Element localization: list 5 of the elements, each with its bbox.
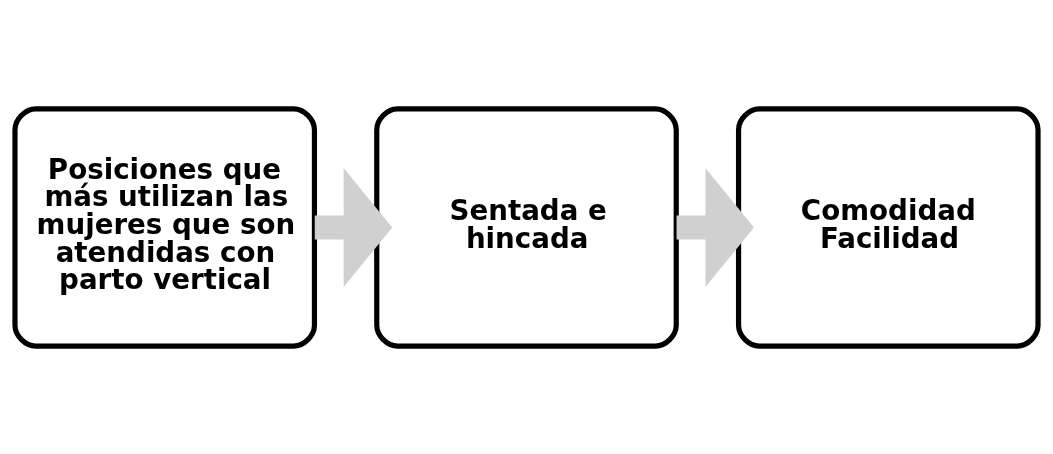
arrow — [676, 167, 754, 287]
node-box: Posiciones que más utilizan las mujeres que son atendidas con parto vertical — [12, 105, 318, 349]
arrow — [314, 167, 393, 287]
node-box: Sentada e hincada — [374, 105, 679, 349]
node-box: Comodidad Facilidad — [735, 105, 1041, 349]
